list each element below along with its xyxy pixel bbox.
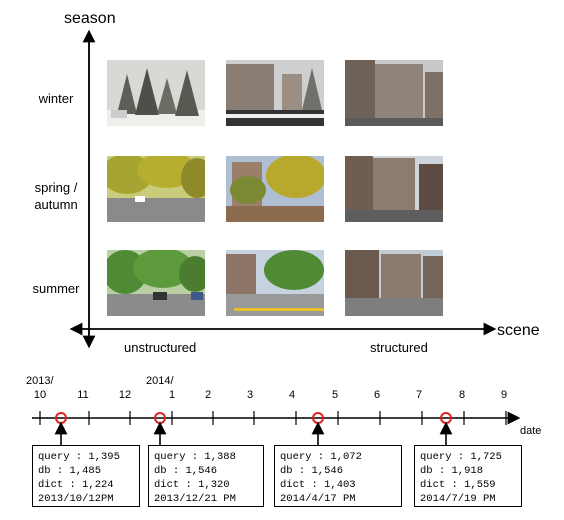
- dict-count: dict : 1,224: [38, 479, 114, 491]
- month-label: 4: [288, 389, 296, 401]
- month-label: 6: [373, 389, 381, 401]
- marker-3: [311, 412, 325, 446]
- scene-axis-title: scene: [497, 322, 540, 339]
- marker-2: [153, 412, 167, 446]
- photo-winter-unstructured: [107, 60, 205, 126]
- query-count: query : 1,388: [154, 451, 236, 463]
- scene-label-structured: structured: [370, 340, 428, 355]
- query-count: query : 1,395: [38, 451, 120, 463]
- month-label: 7: [415, 389, 423, 401]
- photo-summer-structured: [345, 250, 443, 316]
- db-count: db : 1,485: [38, 465, 102, 477]
- timeline-ticks: [39, 411, 507, 425]
- year-label-2013: 2013/: [26, 375, 54, 387]
- month-label: 8: [458, 389, 466, 401]
- info-box-2: query : 1,388 db : 1,546 dict : 1,320 20…: [148, 445, 264, 507]
- db-count: db : 1,546: [280, 465, 344, 477]
- month-label: 5: [331, 389, 339, 401]
- dict-count: dict : 1,403: [280, 479, 356, 491]
- month-label: 2: [204, 389, 212, 401]
- photo-winter-structured: [345, 60, 443, 126]
- photo-spring-structured: [345, 156, 443, 222]
- info-box-1: query : 1,395 db : 1,485 dict : 1,224 20…: [32, 445, 140, 507]
- season-label-summer: summer: [32, 281, 80, 296]
- photo-summer-middle: [226, 250, 324, 316]
- info-box-4: query : 1,725 db : 1,918 dict : 1,559 20…: [414, 445, 522, 507]
- season-label-winter: winter: [38, 91, 74, 106]
- month-label: 3: [246, 389, 254, 401]
- month-label: 10: [33, 389, 47, 401]
- marker-1: [54, 412, 68, 446]
- season-axis-title: season: [64, 10, 116, 27]
- timeline-axis-label: date: [520, 425, 542, 437]
- month-label: 12: [118, 389, 132, 401]
- db-count: db : 1,546: [154, 465, 218, 477]
- month-label: 9: [500, 389, 508, 401]
- year-label-2014: 2014/: [146, 375, 174, 387]
- photo-spring-middle: [226, 156, 324, 222]
- capture-date: 2014/4/17 PM: [280, 493, 356, 505]
- month-label: 11: [77, 389, 89, 401]
- season-label-spring-autumn: spring / autumn: [34, 180, 78, 212]
- info-box-3: query : 1,072 db : 1,546 dict : 1,403 20…: [274, 445, 402, 507]
- capture-date: 2014/7/19 PM: [420, 493, 496, 505]
- photo-spring-unstructured: [107, 156, 205, 222]
- dict-count: dict : 1,559: [420, 479, 496, 491]
- capture-date: 2013/10/12PM: [38, 493, 114, 505]
- month-label: 1: [168, 389, 176, 401]
- photo-summer-unstructured: [107, 250, 205, 316]
- marker-4: [439, 412, 453, 446]
- query-count: query : 1,072: [280, 451, 362, 463]
- dict-count: dict : 1,320: [154, 479, 230, 491]
- scene-label-unstructured: unstructured: [124, 340, 197, 355]
- db-count: db : 1,918: [420, 465, 484, 477]
- query-count: query : 1,725: [420, 451, 502, 463]
- photo-winter-middle: [226, 60, 324, 126]
- capture-date: 2013/12/21 PM: [154, 493, 236, 505]
